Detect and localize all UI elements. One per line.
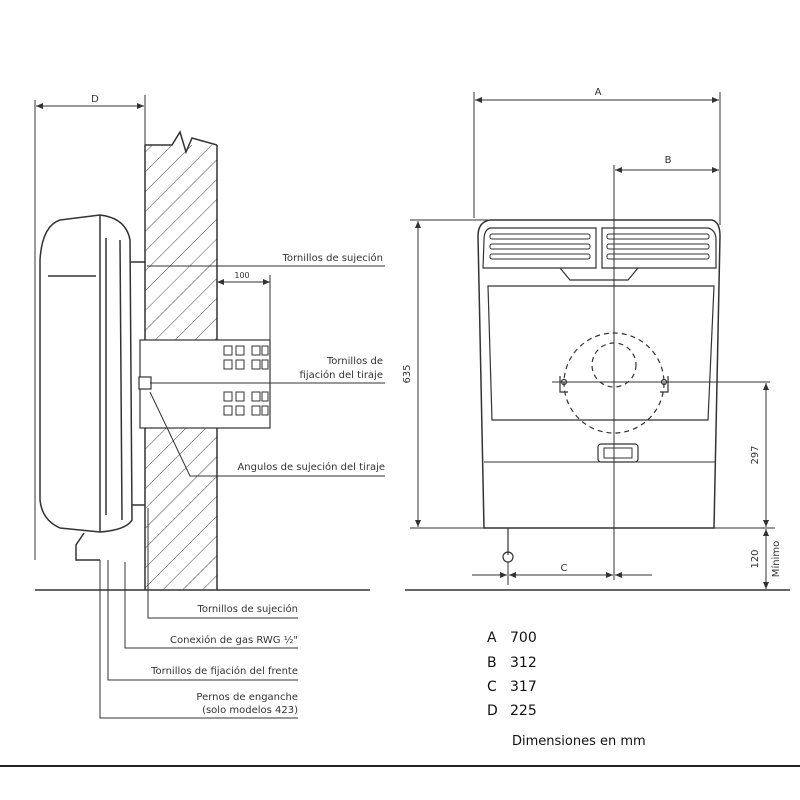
callout-tornillos-sujecion-bottom: Tornillos de sujeción [196, 603, 298, 615]
legend-letter-a: A [487, 630, 497, 646]
dimension-d: D [34, 94, 146, 560]
dimension-a-label: A [595, 87, 602, 98]
dimension-297: 297 [714, 383, 775, 529]
top-grille-left [489, 233, 591, 260]
flue-pipe [138, 339, 271, 429]
dimension-635: 635 [402, 219, 488, 529]
dimension-100: 100 [217, 271, 271, 340]
dimension-d-label: D [91, 94, 99, 105]
dimension-c-label: C [561, 563, 568, 574]
callout-angulos-sujecion: Angulos de sujeción del tiraje [237, 461, 385, 473]
dimension-legend: A 700 B 312 C 317 D 225 Dimensiones en m… [487, 630, 646, 749]
legend-value-c: 317 [510, 679, 537, 695]
legend-letter-b: B [487, 655, 497, 671]
callout-solo-modelos: (solo modelos 423) [202, 705, 298, 716]
legend-letter-d: D [487, 703, 498, 719]
heater-front-body [477, 219, 721, 563]
heater-side-body [39, 214, 145, 561]
callout-tornillos-fijacion-1: Tornillos de [326, 356, 383, 367]
callout-leaders [99, 265, 385, 719]
legend-value-b: 312 [510, 655, 537, 671]
top-grille-right [606, 233, 710, 260]
callout-tornillos-frente: Tornillos de fijación del frente [150, 665, 298, 677]
callout-tornillos-sujecion-top: Tornillos de sujeción [281, 252, 383, 264]
callout-conexion-gas: Conexión de gas RWG ½" [170, 634, 298, 646]
dimension-120: 120 Mínimo [750, 529, 782, 589]
dimension-297-label: 297 [750, 445, 761, 464]
dimension-c: C [472, 562, 652, 585]
front-view: A B 635 297 120 Mínimo [402, 87, 790, 591]
dimension-120-label: 120 [750, 549, 761, 568]
flue-grille [223, 345, 269, 416]
dimension-b: B [615, 155, 719, 173]
side-view: D 100 Tornillos de sujeción Tornillos de… [34, 94, 385, 719]
callout-pernos-enganche: Pernos de enganche [196, 692, 298, 703]
legend-letter-c: C [487, 679, 497, 695]
control-knob-slot [597, 443, 639, 463]
dimension-635-label: 635 [402, 364, 413, 383]
dimension-a: A [473, 87, 721, 225]
dimension-100-label: 100 [234, 271, 249, 280]
flue-bracket [138, 376, 152, 390]
dimensions-unit-note: Dimensiones en mm [512, 734, 646, 749]
legend-value-d: 225 [510, 703, 537, 719]
callout-tornillos-fijacion-2: fijación del tiraje [300, 369, 383, 381]
legend-value-a: 700 [510, 630, 537, 646]
dimension-minimo-label: Mínimo [770, 541, 782, 577]
dimension-b-label: B [665, 155, 672, 166]
